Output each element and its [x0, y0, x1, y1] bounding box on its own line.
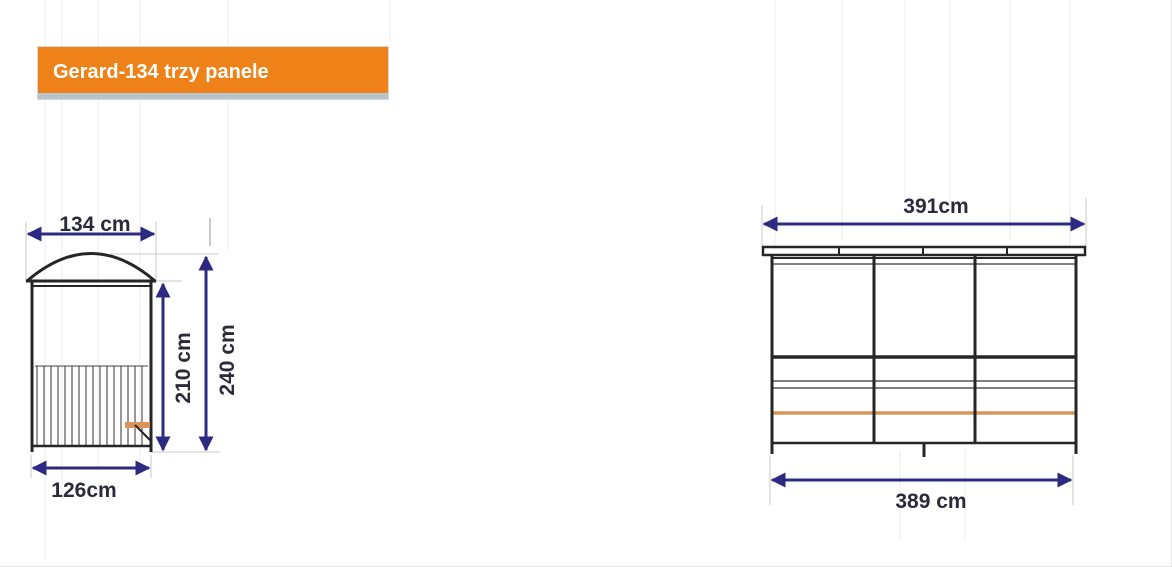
title-banner: Gerard-134 trzy panele: [38, 47, 388, 99]
side-width-top: 134 cm: [59, 213, 130, 236]
front-view: 391cm 389 cm: [761, 195, 1087, 513]
side-slats: [36, 366, 143, 446]
side-view: 134 cm 126cm 210 cm 240 cm: [25, 213, 239, 502]
side-width-bottom: 126cm: [51, 479, 116, 502]
side-height-total: 240 cm: [216, 324, 239, 395]
front-width-bottom: 389 cm: [895, 490, 966, 513]
side-height-wall: 210 cm: [172, 332, 195, 403]
front-width-top: 391cm: [903, 195, 968, 218]
bench-icon: [125, 422, 150, 428]
page-title: Gerard-134 trzy panele: [53, 61, 269, 83]
